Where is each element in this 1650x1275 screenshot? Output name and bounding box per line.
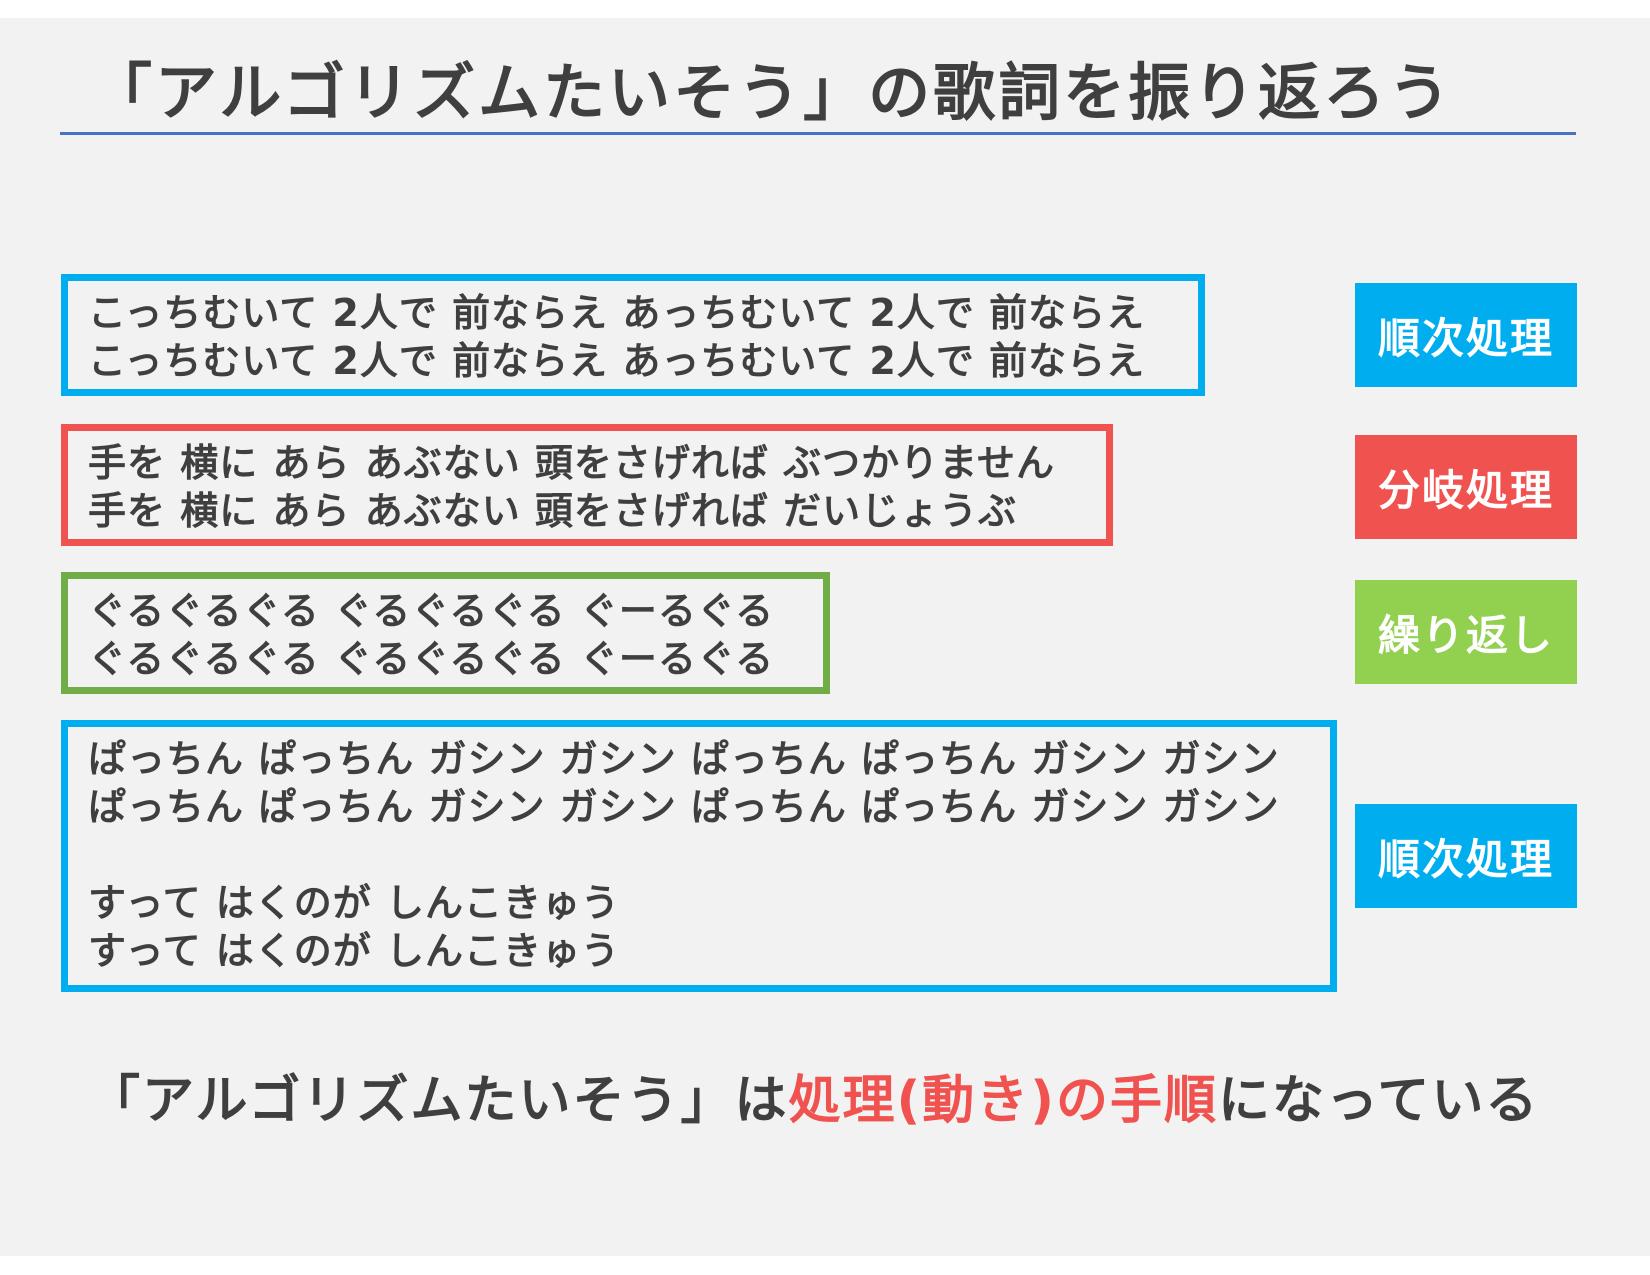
slide: 「アルゴリズムたいそう」の歌詞を振り返ろう こっちむいて 2人で 前ならえ あっ…: [0, 18, 1650, 1256]
lyrics-box-branching: 手を 横に あら あぶない 頭をさげれば ぶつかりません 手を 横に あら あぶ…: [61, 424, 1113, 546]
conclusion-prefix: 「アルゴリズムたいそう」は: [88, 1071, 789, 1131]
tag-sequential-2: 順次処理: [1355, 804, 1577, 908]
lyric-line: こっちむいて 2人で 前ならえ あっちむいて 2人で 前ならえ: [88, 291, 1146, 335]
lyrics-box-sequential-1: こっちむいて 2人で 前ならえ あっちむいて 2人で 前ならえ こっちむいて 2…: [61, 274, 1205, 396]
lyric-line: こっちむいて 2人で 前ならえ あっちむいて 2人で 前ならえ: [88, 339, 1146, 383]
lyric-line: ぐるぐるぐる ぐるぐるぐる ぐーるぐる: [88, 589, 775, 633]
conclusion-highlight: 処理(動き)の手順: [788, 1071, 1218, 1131]
tag-repetition: 繰り返し: [1355, 580, 1577, 684]
lyric-line: ぱっちん ぱっちん ガシン ガシン ぱっちん ぱっちん ガシン ガシン: [88, 785, 1280, 829]
tag-branching: 分岐処理: [1355, 435, 1577, 539]
lyrics-box-repetition: ぐるぐるぐる ぐるぐるぐる ぐーるぐる ぐるぐるぐる ぐるぐるぐる ぐーるぐる: [61, 572, 830, 694]
lyric-line: ぐるぐるぐる ぐるぐるぐる ぐーるぐる: [88, 637, 775, 681]
lyrics-box-sequential-2: ぱっちん ぱっちん ガシン ガシン ぱっちん ぱっちん ガシン ガシン ぱっちん…: [61, 720, 1337, 992]
lyric-line: 手を 横に あら あぶない 頭をさげれば だいじょうぶ: [88, 489, 1018, 533]
conclusion-text: 「アルゴリズムたいそう」は処理(動き)の手順になっている: [88, 1070, 1539, 1132]
tag-sequential-1: 順次処理: [1355, 283, 1577, 387]
lyric-line: すって はくのが しんこきゅう: [88, 881, 621, 925]
conclusion-suffix: になっている: [1218, 1071, 1540, 1131]
title-underline: [60, 132, 1576, 135]
lyric-line: 手を 横に あら あぶない 頭をさげれば ぶつかりません: [88, 441, 1056, 485]
page-title: 「アルゴリズムたいそう」の歌詞を振り返ろう: [90, 56, 1454, 129]
lyric-line: すって はくのが しんこきゅう: [88, 929, 621, 973]
lyric-line: ぱっちん ぱっちん ガシン ガシン ぱっちん ぱっちん ガシン ガシン: [88, 737, 1280, 781]
lyric-spacer: [88, 831, 1330, 879]
